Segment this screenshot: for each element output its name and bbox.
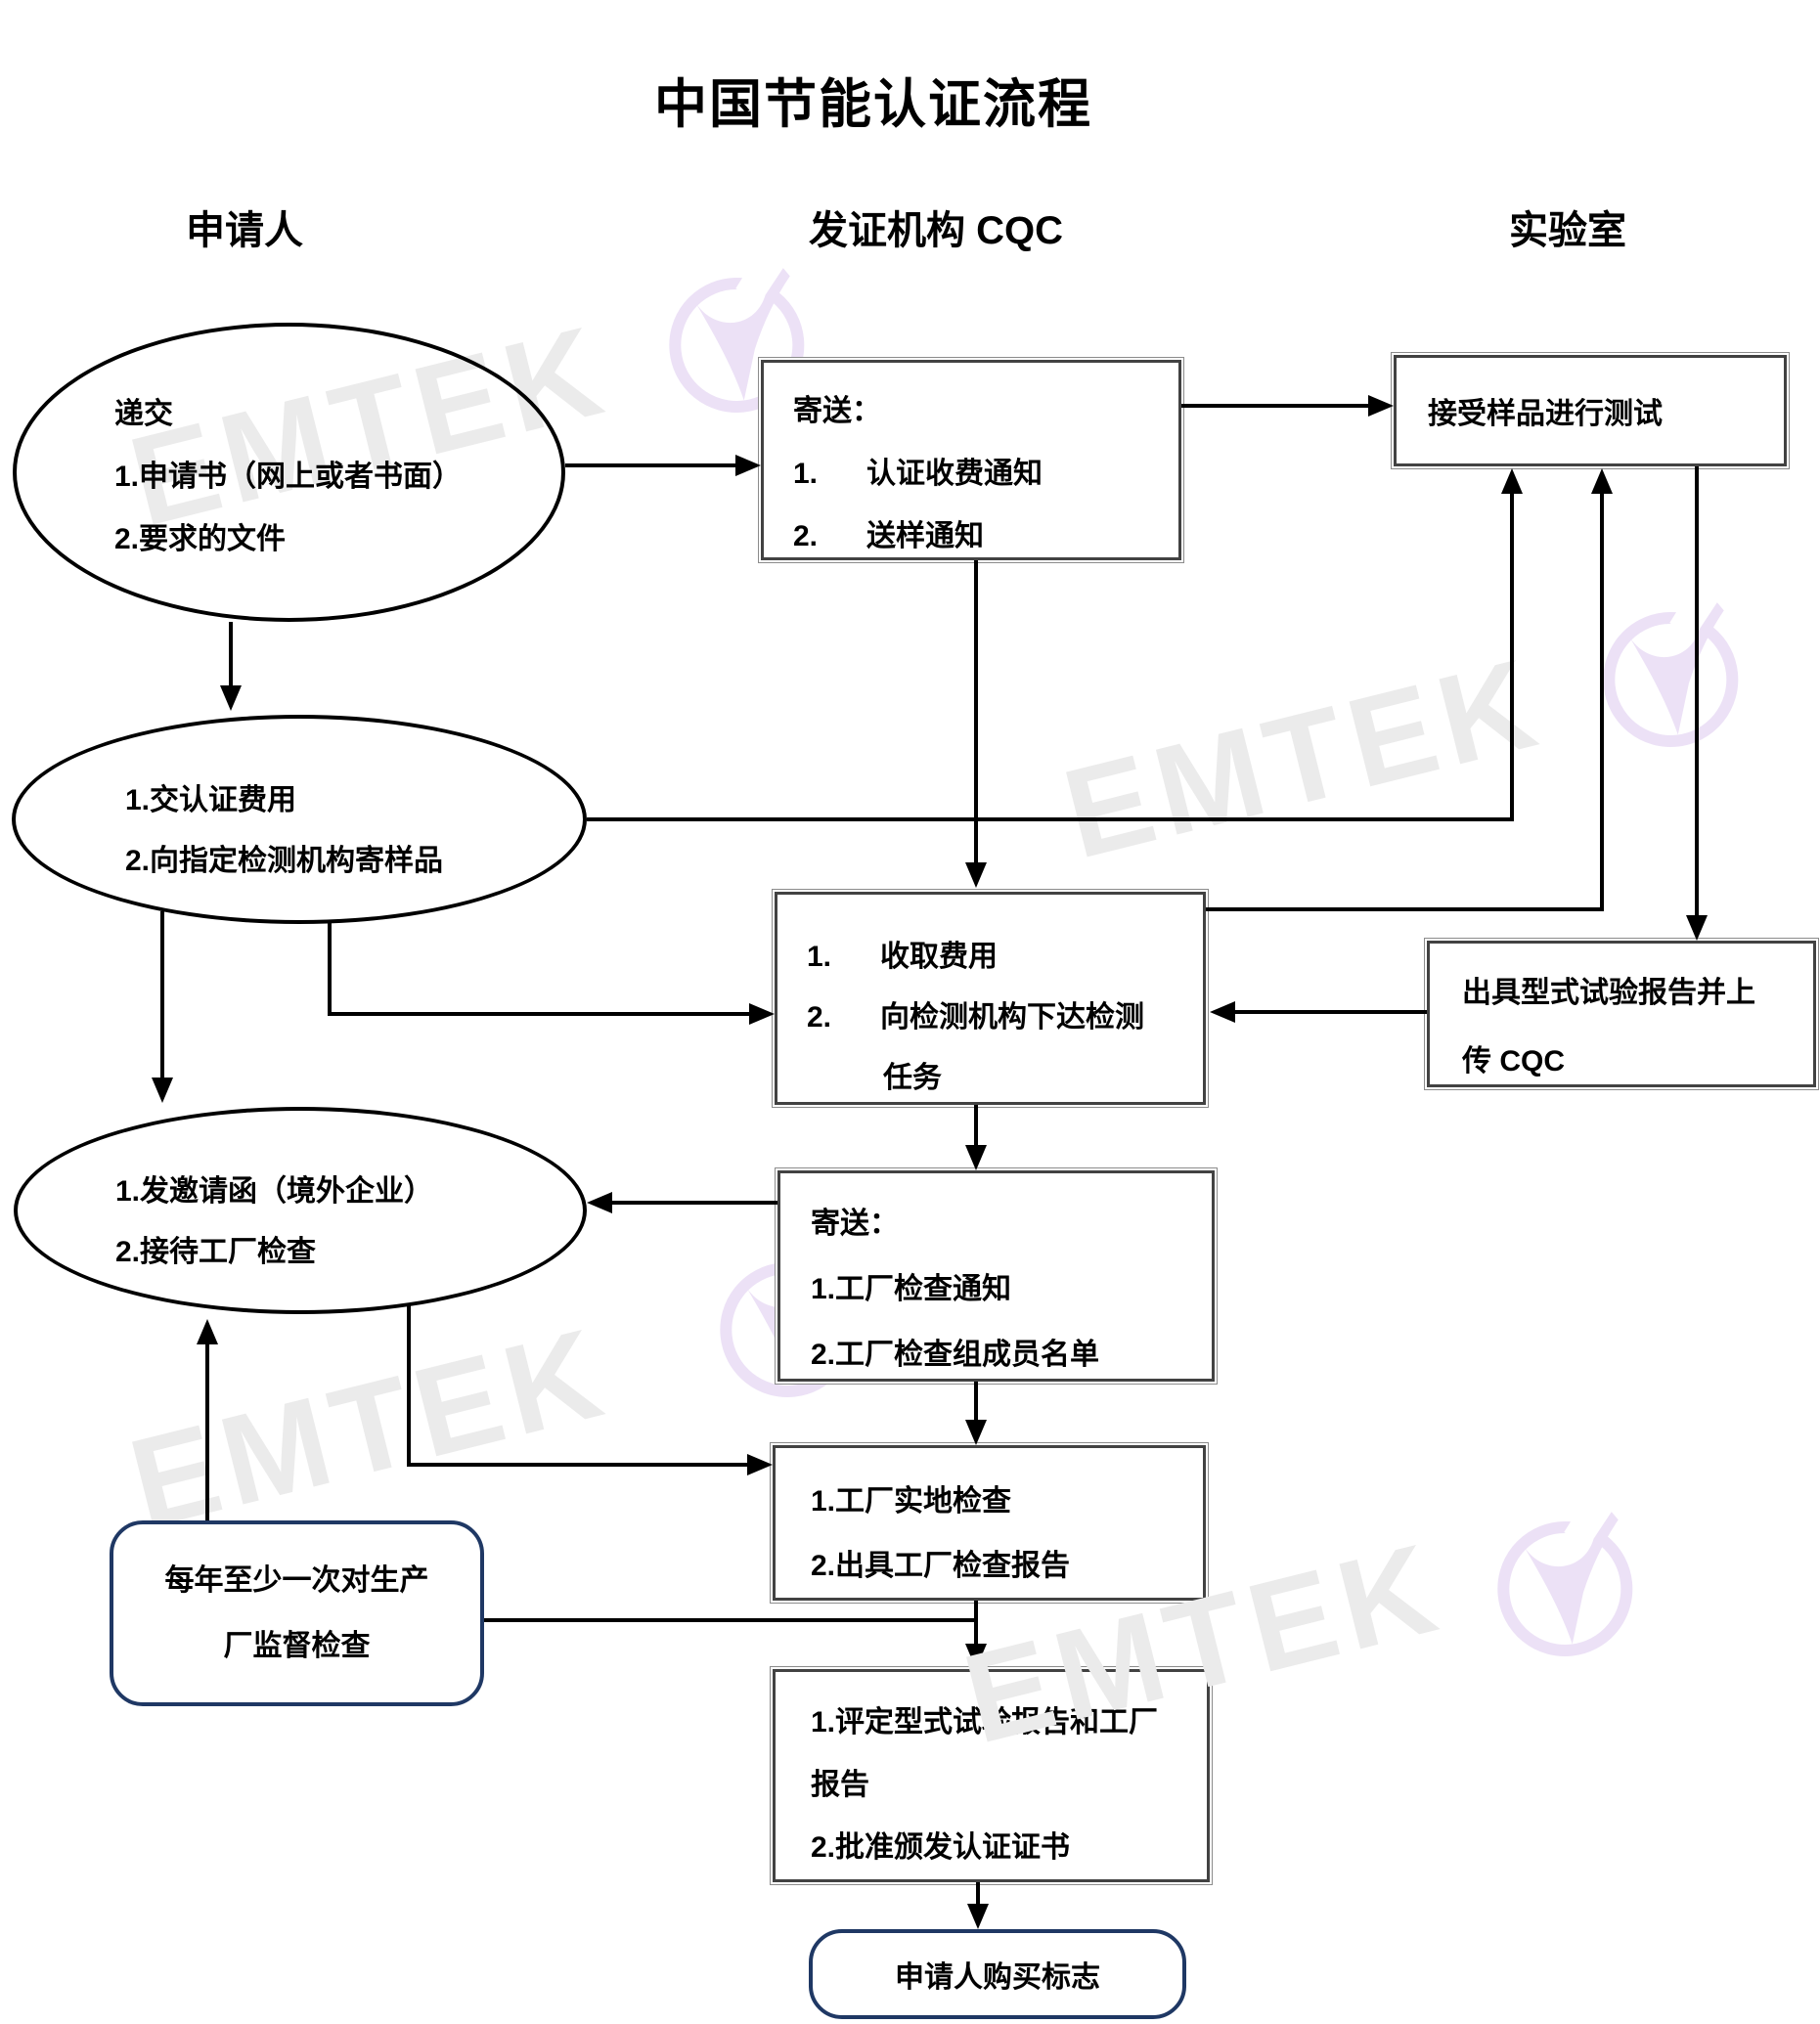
node-invitation-factory-check: 1.发邀请函（境外企业） 2.接待工厂检查 (14, 1107, 587, 1314)
arrow-invitation-to-inspection-h (407, 1463, 747, 1467)
arrowhead (197, 1319, 218, 1344)
arrowhead (965, 1420, 987, 1445)
emtek-watermark-text: EMTEK (1050, 630, 1556, 886)
arrowhead (735, 455, 761, 476)
arrow-payfees-to-invitation (160, 911, 164, 1078)
arrow-submit-to-notices (565, 463, 735, 467)
node-line: 1.工厂检查通知 (811, 1272, 1012, 1305)
arrowhead (220, 685, 242, 711)
node-pay-fees-send-samples: 1.交认证费用 2.向指定检测机构寄样品 (12, 715, 587, 924)
node-line: 1.发邀请函（境外企业） (115, 1175, 434, 1208)
arrow-payfees-to-collectfees-h (328, 1012, 749, 1016)
arrow-payfees-to-lab-v (1510, 492, 1514, 821)
emtek-logo-icon (1497, 1505, 1633, 1656)
node-line: 1.交认证费用 (125, 784, 297, 816)
node-line: 寄送： (811, 1207, 899, 1240)
arrowhead (152, 1078, 173, 1103)
arrow-collectfees-to-factorynotice (974, 1105, 978, 1145)
arrowhead (1591, 468, 1613, 494)
page-title: 中国节能认证流程 (654, 75, 1092, 134)
arrow-notices-to-collectfees (974, 560, 978, 862)
arrow-report-to-collectfees (1235, 1010, 1427, 1014)
arrow-factorynotice-to-invitation (612, 1201, 777, 1205)
node-factory-check-notice: 寄送： 1.工厂检查通知 2.工厂检查组成员名单 (777, 1170, 1215, 1382)
arrow-payfees-to-collectfees-v (328, 923, 332, 1016)
node-line: 报告 (811, 1769, 869, 1801)
arrowhead (1210, 1001, 1235, 1023)
node-send-notices: 寄送： 1. 认证收费通知 2. 送样通知 (761, 360, 1181, 560)
emtek-logo-icon (669, 261, 805, 413)
column-header-applicant: 申请人 (186, 209, 303, 252)
node-line: 任务 (883, 1062, 942, 1094)
node-line: 2.工厂检查组成员名单 (811, 1338, 1100, 1371)
node-line: 1. 收取费用 (807, 941, 999, 973)
column-header-cqc: 发证机构 CQC (809, 209, 1063, 252)
node-accept-samples: 接受样品进行测试 (1394, 355, 1787, 466)
node-line: 1.申请书（网上或者书面） (114, 461, 463, 493)
arrowhead (1686, 915, 1708, 941)
node-line: 每年至少一次对生产 (164, 1563, 429, 1597)
node-line: 1.工厂实地检查 (811, 1485, 1012, 1518)
node-line: 2.批准颁发认证证书 (811, 1831, 1071, 1864)
node-line: 2.接待工厂检查 (115, 1236, 317, 1268)
arrow-factorynotice-to-inspection (974, 1382, 978, 1420)
arrowhead (1368, 395, 1394, 417)
node-line: 2.出具工厂检查报告 (811, 1550, 1071, 1582)
node-line: 寄送： (793, 395, 881, 427)
arrow-collectfees-to-lab-h (1206, 907, 1604, 911)
node-line: 传 CQC (1462, 1045, 1565, 1078)
arrow-invitation-to-inspection-v (407, 1305, 411, 1467)
node-line: 2. 送样通知 (793, 520, 985, 552)
arrow-submit-to-payfees (229, 622, 233, 685)
node-line: 申请人购买标志 (895, 1961, 1100, 1994)
node-line: 1.评定型式试验报告和工厂 (811, 1706, 1159, 1738)
emtek-watermark-text: EMTEK (116, 1299, 622, 1556)
column-header-lab: 实验室 (1509, 209, 1626, 252)
node-line: 2. 向检测机构下达检测 (807, 1001, 1145, 1034)
arrow-payfees-to-lab-h (587, 817, 1514, 821)
emtek-logo-icon (1603, 595, 1739, 747)
arrow-collectfees-to-lab-v (1600, 492, 1604, 911)
arrowhead (965, 1644, 987, 1669)
node-factory-inspection: 1.工厂实地检查 2.出具工厂检查报告 (773, 1445, 1206, 1601)
arrowhead (967, 1904, 989, 1929)
arrowhead (587, 1192, 612, 1213)
node-evaluate-issue-certificate: 1.评定型式试验报告和工厂 报告 2.批准颁发认证证书 (773, 1669, 1210, 1882)
node-line: 接受样品进行测试 (1428, 398, 1663, 430)
arrow-inspection-to-evaluate (974, 1601, 978, 1644)
arrowhead (965, 862, 987, 888)
arrowhead (1501, 468, 1523, 494)
node-collect-fees-assign-testing: 1. 收取费用 2. 向检测机构下达检测 任务 (775, 892, 1206, 1105)
line-supervision-to-evaluate (484, 1618, 978, 1622)
node-submit-application: 递交 1.申请书（网上或者书面） 2.要求的文件 (13, 323, 565, 622)
node-line: 出具型式试验报告并上 (1462, 977, 1755, 1009)
arrowhead (965, 1145, 987, 1170)
arrow-supervision-to-invitation (205, 1344, 209, 1520)
arrow-notices-to-lab (1181, 404, 1368, 408)
node-purchase-mark: 申请人购买标志 (809, 1929, 1186, 2019)
node-line: 递交 (114, 398, 173, 430)
arrow-evaluate-to-purchasemark (976, 1882, 980, 1904)
node-line: 1. 认证收费通知 (793, 458, 1043, 490)
arrow-lab-to-report (1695, 466, 1699, 915)
node-line: 厂监督检查 (223, 1629, 371, 1662)
node-line: 2.向指定检测机构寄样品 (125, 845, 444, 877)
arrowhead (747, 1454, 773, 1475)
node-line: 2.要求的文件 (114, 523, 287, 555)
node-annual-supervision: 每年至少一次对生产 厂监督检查 (110, 1520, 484, 1706)
node-issue-test-report: 出具型式试验报告并上 传 CQC (1427, 941, 1816, 1087)
arrowhead (749, 1003, 775, 1025)
